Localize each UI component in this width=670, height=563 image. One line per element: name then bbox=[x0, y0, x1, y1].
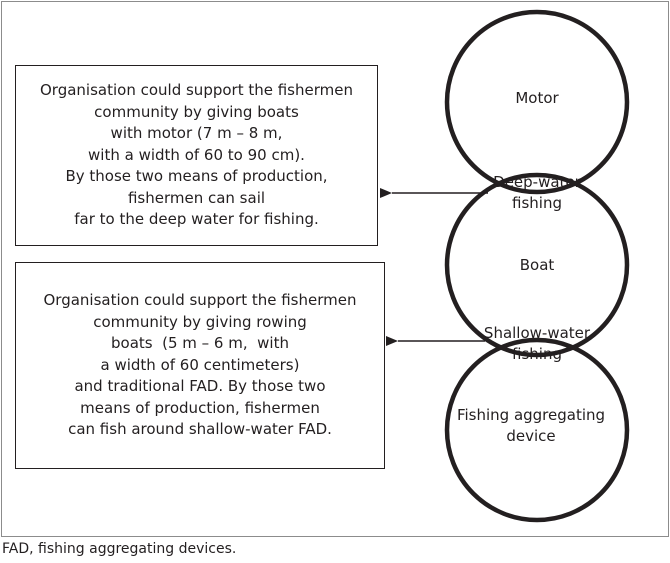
fad-label: Fishing aggregating device bbox=[457, 405, 605, 447]
fad-label-line2: device bbox=[506, 427, 556, 445]
shallow-water-label-line2: fishing bbox=[512, 345, 562, 363]
box-line: community by giving rowing bbox=[93, 312, 307, 331]
box-line: a width of 60 centimeters) bbox=[100, 355, 300, 374]
motor-label: Motor bbox=[515, 89, 559, 107]
box-line: can fish around shallow-water FAD. bbox=[68, 420, 332, 439]
fad-circle bbox=[444, 337, 630, 523]
figure-frame bbox=[1, 1, 669, 537]
box-line: boats (5 m – 6 m, with bbox=[111, 334, 289, 353]
box-line: with motor (7 m – 8 m, bbox=[110, 124, 283, 143]
deep-water-label-line1: Deep-water bbox=[493, 173, 581, 191]
box-line: community by giving boats bbox=[94, 102, 299, 121]
box-line: and traditional FAD. By those two bbox=[74, 377, 326, 396]
box-line: means of production, fishermen bbox=[80, 398, 320, 417]
box-line: far to the deep water for fishing. bbox=[74, 210, 319, 229]
box-line: By those two means of production, bbox=[65, 167, 328, 186]
box-line: fishermen can sail bbox=[127, 188, 266, 207]
shallow-water-fishing-label: Shallow-water fishing bbox=[484, 323, 590, 365]
box-line: with a width of 60 to 90 cm). bbox=[88, 145, 305, 164]
boat-label: Boat bbox=[519, 256, 555, 274]
shallow-water-label-line1: Shallow-water bbox=[483, 324, 591, 342]
deep-water-fishing-label: Deep-water fishing bbox=[493, 172, 581, 214]
shallow-water-support-box: Organisation could support the fishermen… bbox=[15, 262, 385, 469]
deep-water-label-line2: fishing bbox=[512, 194, 562, 212]
boat-circle bbox=[444, 172, 630, 358]
motor-circle bbox=[444, 9, 630, 195]
deep-water-support-box: Organisation could support the fishermen… bbox=[15, 65, 378, 246]
box-line: Organisation could support the fishermen bbox=[40, 81, 353, 100]
fad-label-line1: Fishing aggregating bbox=[456, 406, 606, 424]
figure-caption: FAD, fishing aggregating devices. bbox=[2, 541, 237, 557]
box-line: Organisation could support the fishermen bbox=[43, 291, 357, 310]
